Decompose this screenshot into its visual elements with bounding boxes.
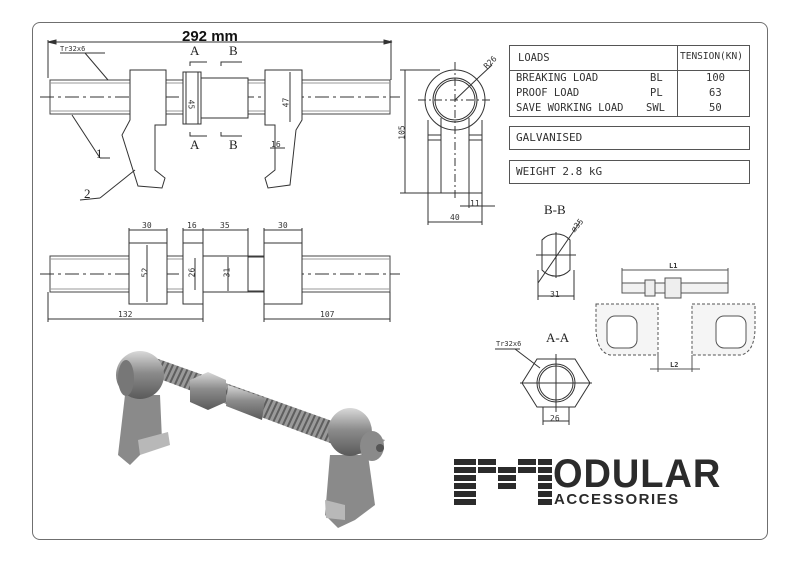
dim-right-hook-width: 30 [278,221,288,230]
loads-table-header [510,46,749,71]
loads-table-divider [677,46,678,116]
load-row-value: 63 [709,87,722,99]
load-row-abbr: BL [650,72,663,84]
section-aa [495,348,592,425]
install-view [595,268,756,372]
dim-hook-height-top: 52 [140,267,150,278]
dim-left-length: 132 [118,310,133,319]
load-row-value: 100 [706,72,725,84]
section-bb [536,221,581,300]
dim-left-hook-width: 30 [142,221,152,230]
dim-nut-height: 45 [186,99,196,110]
top-view [40,228,400,322]
dim-sleeve-height: 31 [222,267,232,278]
front-view [40,39,400,201]
section-marker-b-bottom: B [229,137,238,152]
dim-sleeve-width: 35 [220,221,230,230]
section-marker-a-bottom: A [190,137,200,152]
load-row-abbr: PL [650,87,663,99]
dim-nut-width: 16 [187,221,197,230]
dim-l1: L1 [669,262,678,270]
section-bb-title: B-B [544,202,566,217]
brand-logo-mark [454,459,552,505]
dim-bb-width: 31 [550,290,560,299]
loads-header-label: LOADS [518,52,550,64]
load-row-value: 50 [709,102,722,114]
load-row-abbr: SWL [646,102,665,114]
tension-header-label: TENSION(KN) [680,51,743,62]
load-row-name: BREAKING LOAD [516,72,599,84]
dim-aa-width: 26 [550,414,560,423]
loads-table: LOADS TENSION(KN) BREAKING LOAD BL 100 P… [509,45,750,117]
dim-side-height: 105 [397,125,407,140]
side-view [400,62,495,225]
load-row-name: PROOF LOAD [516,87,580,99]
overall-length-label: 292 mm [182,28,238,45]
dim-slot: 11 [470,199,480,208]
thread-callout: Tr32x6 [60,45,86,53]
dim-side-width: 40 [450,213,460,222]
section-marker-b-top: B [229,43,238,58]
dim-hook-gap: 16 [271,140,281,149]
dim-hook-height: 47 [281,97,291,108]
weight-box: WEIGHT 2.8 kG [509,160,750,184]
part-number-2: 2 [84,186,91,201]
finish-box: GALVANISED [509,126,750,150]
dim-nut-height-top: 26 [187,267,197,278]
product-render [116,351,385,528]
section-aa-title: A-A [546,330,570,345]
dim-l2: L2 [670,361,679,369]
dim-right-length: 107 [320,310,335,319]
part-number-1: 1 [96,146,103,161]
section-aa-thread: Tr32x6 [496,340,522,348]
section-marker-a-top: A [190,43,200,58]
brand-subtitle: ACCESSORIES [554,491,680,508]
brand-wordmark: ODULAR [553,452,722,496]
drawing-frame [32,22,768,540]
load-row-name: SAVE WORKING LOAD [516,102,624,114]
